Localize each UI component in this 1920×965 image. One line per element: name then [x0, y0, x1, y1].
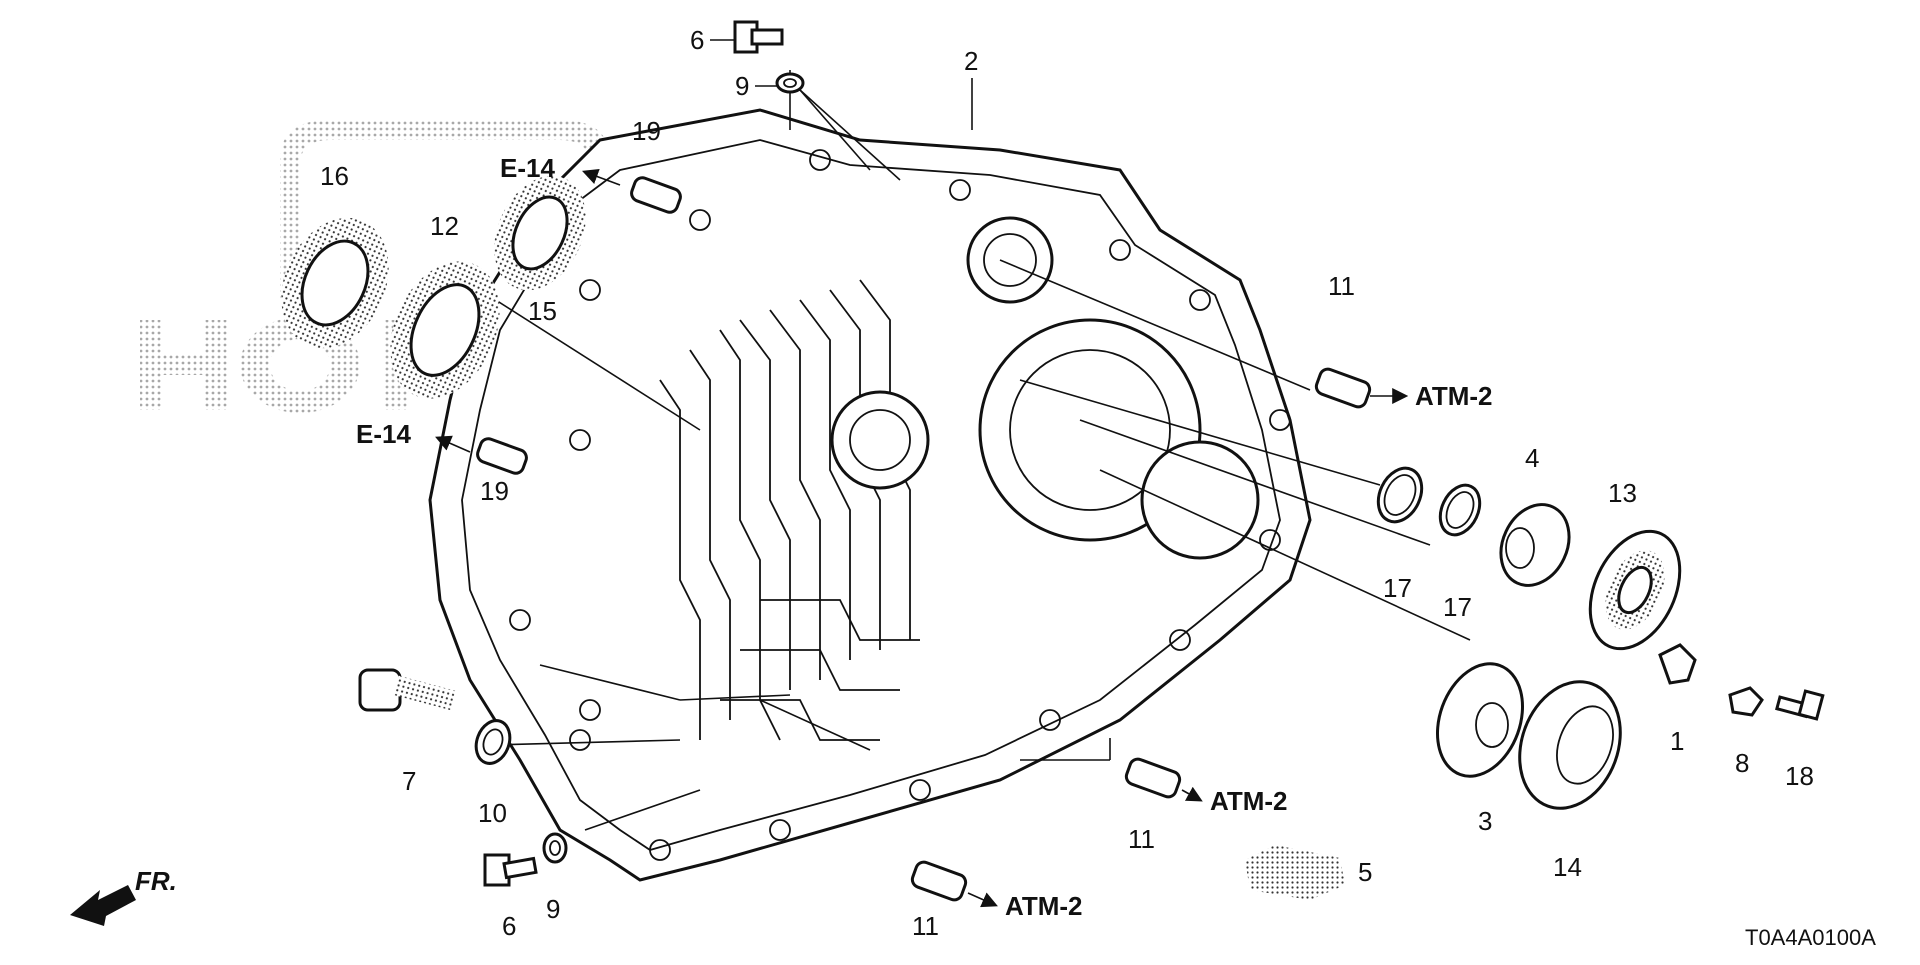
part-bolt-6-top — [733, 20, 784, 54]
part-oring-17-left — [1376, 466, 1424, 524]
front-label: FR. — [135, 866, 177, 896]
part-dowel-19-mid — [476, 437, 528, 475]
callout-14: 14 — [1553, 852, 1582, 882]
callout-numbers: 6 9 2 19 16 12 15 19 11 4 13 17 17 1 8 1… — [320, 25, 1814, 941]
callout-15: 15 — [528, 296, 557, 326]
ref-atm2-right: ATM-2 — [1415, 381, 1493, 411]
part-bolt-18 — [1775, 689, 1825, 721]
part-washer-9-top — [775, 72, 805, 94]
leader-lines — [479, 70, 1471, 831]
front-arrow-icon — [70, 885, 136, 926]
part-bearing-13 — [1588, 529, 1682, 651]
callout-10: 10 — [478, 798, 507, 828]
callout-17-left: 17 — [1383, 573, 1412, 603]
callout-11-center: 11 — [1128, 824, 1155, 854]
callout-17-right: 17 — [1443, 592, 1472, 622]
part-sensor-7 — [358, 668, 457, 712]
part-5 — [1245, 845, 1345, 900]
callout-5: 5 — [1358, 857, 1372, 887]
callout-6-top: 6 — [690, 25, 704, 55]
ref-e14-top: E-14 — [500, 153, 555, 183]
callout-4: 4 — [1525, 443, 1539, 473]
callout-12: 12 — [430, 211, 459, 241]
part-seal-16 — [281, 217, 389, 349]
part-bearing-14 — [1518, 680, 1622, 810]
part-dowel-11-center — [1124, 757, 1182, 799]
callout-8: 8 — [1735, 748, 1749, 778]
part-bearing-12 — [390, 261, 500, 399]
callout-13: 13 — [1608, 478, 1637, 508]
ref-atm2-bottom: ATM-2 — [1005, 891, 1083, 921]
part-dowel-11-bottom — [910, 860, 968, 902]
callout-19-top: 19 — [632, 116, 661, 146]
valve-body-channels — [659, 279, 920, 741]
callout-6-bottom: 6 — [502, 911, 516, 941]
part-washer-9-bottom — [542, 832, 568, 864]
part-dowel-11-right — [1314, 367, 1372, 409]
valve-body-bore — [830, 390, 930, 490]
part-8 — [1728, 686, 1764, 717]
ref-atm2-center: ATM-2 — [1210, 786, 1288, 816]
part-1 — [1658, 643, 1697, 685]
part-dowel-19-top — [630, 176, 682, 214]
callout-11-right: 11 — [1328, 271, 1355, 301]
callout-18: 18 — [1785, 761, 1814, 791]
callout-7: 7 — [402, 766, 416, 796]
lower-shaft-bore — [1140, 440, 1260, 560]
callout-19-mid: 19 — [480, 476, 509, 506]
upper-shaft-bore — [966, 216, 1054, 304]
callout-16: 16 — [320, 161, 349, 191]
part-3 — [1435, 662, 1525, 778]
front-direction-marker: FR. — [70, 866, 177, 926]
callout-1: 1 — [1670, 726, 1684, 756]
part-bolt-6-bottom — [483, 853, 538, 887]
part-washer-10 — [474, 719, 512, 765]
ref-e14-mid: E-14 — [356, 419, 411, 449]
callout-9-top: 9 — [735, 71, 749, 101]
callout-2: 2 — [964, 46, 978, 76]
part-oring-17-right — [1438, 483, 1482, 537]
callout-9-bottom: 9 — [546, 894, 560, 924]
callout-11-bottom: 11 — [912, 911, 939, 941]
part-seal-15 — [494, 175, 586, 291]
part-4 — [1499, 503, 1571, 587]
diagram-code: T0A4A0100A — [1745, 925, 1876, 950]
housing-bolt-holes — [509, 149, 1291, 861]
reference-callouts: E-14 E-14 ATM-2 ATM-2 ATM-2 — [356, 153, 1493, 921]
callout-3: 3 — [1478, 806, 1492, 836]
